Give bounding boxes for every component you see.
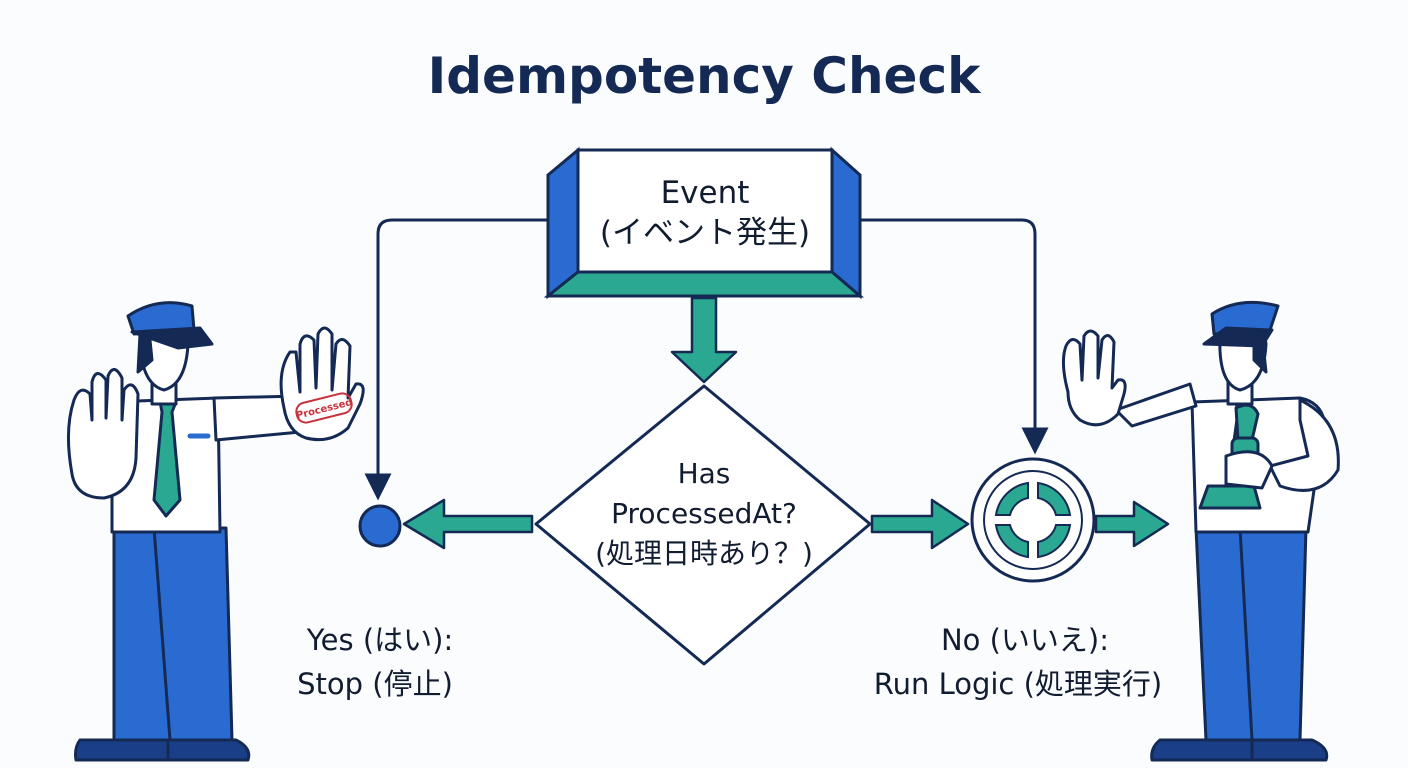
no-outcome-line1: No (いいえ): xyxy=(941,623,1109,657)
arrow-no-right xyxy=(870,498,970,550)
diagram-title: Idempotency Check xyxy=(428,47,982,105)
event-sublabel: (イベント発生) xyxy=(600,215,810,251)
left-guard-illustration: Processed xyxy=(66,301,365,762)
right-guard-illustration xyxy=(1061,300,1340,762)
decision-line1: Has xyxy=(678,457,731,490)
stop-terminal-icon xyxy=(358,504,402,548)
arrow-yes-left xyxy=(402,498,534,550)
decision-line3: (処理日時あり？) xyxy=(595,537,813,570)
process-cycle-icon xyxy=(970,457,1096,583)
event-box: Event (イベント発生) xyxy=(543,146,865,300)
event-label: Event xyxy=(661,175,750,211)
arrow-down-to-decision xyxy=(670,296,738,384)
yes-outcome-line1: Yes (はい): xyxy=(306,623,453,657)
arrow-process-out xyxy=(1094,500,1170,548)
connector-event-to-process xyxy=(860,218,1049,455)
no-outcome-line2: Run Logic (処理実行) xyxy=(874,667,1162,701)
decision-diamond: Has ProcessedAt? (処理日時あり？) xyxy=(534,384,872,666)
yes-outcome-line2: Stop (停止) xyxy=(297,667,453,701)
decision-line2: ProcessedAt? xyxy=(611,497,797,530)
connector-event-to-stop xyxy=(364,218,548,501)
